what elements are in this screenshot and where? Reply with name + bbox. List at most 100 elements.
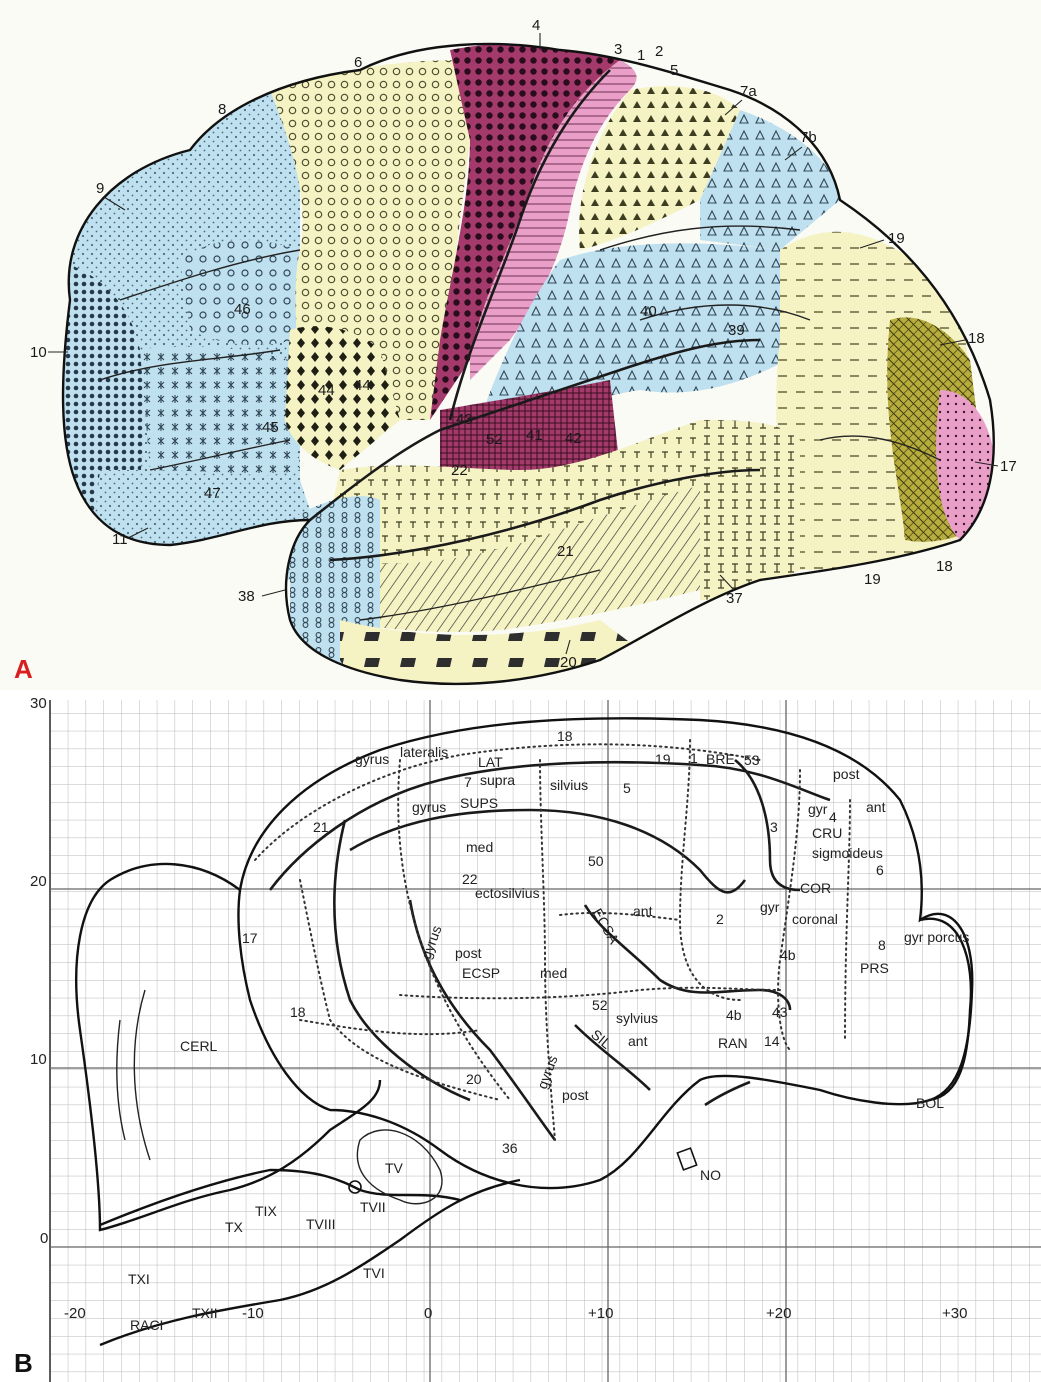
label-36: 36 (502, 1140, 518, 1156)
label-RAN: RAN (718, 1035, 748, 1051)
label-46: 46 (234, 301, 251, 318)
label-lateralis: lateralis (400, 744, 448, 760)
label-52: 52 (486, 431, 503, 448)
x-tick-plus10: +10 (588, 1305, 613, 1322)
label-8: 8 (218, 101, 226, 118)
label-ant-top: ant (866, 799, 886, 815)
label-1: 1 (637, 47, 645, 64)
label-21-b: 21 (313, 819, 329, 835)
region-37 (700, 420, 800, 600)
label-ECSP: ECSP (462, 965, 500, 981)
label-37: 37 (726, 590, 743, 607)
label-sigmoideus: sigmoideus (812, 845, 883, 861)
label-1-b: 1 (690, 750, 698, 766)
label-17-b: 17 (242, 930, 258, 946)
label-14: 14 (764, 1033, 780, 1049)
label-21: 21 (557, 543, 574, 560)
label-TXII: TXII (192, 1305, 218, 1321)
label-10: 10 (30, 344, 47, 361)
label-silvius: silvius (550, 777, 588, 793)
label-LAT: LAT (478, 754, 503, 770)
label-sylvius: sylvius (616, 1010, 658, 1026)
label-52-b: 52 (592, 997, 608, 1013)
y-tick-10: 10 (30, 1051, 47, 1068)
label-post-2: post (562, 1087, 589, 1103)
label-18-b-mid: 18 (290, 1004, 306, 1020)
label-ant-1: ant (633, 903, 653, 919)
label-RACI: RACI (130, 1317, 163, 1333)
label-2-b: 2 (716, 911, 724, 927)
label-44b: 44 (354, 377, 371, 394)
label-TX: TX (225, 1219, 244, 1235)
label-7a: 7a (740, 83, 757, 100)
label-41: 41 (526, 427, 543, 444)
label-19-top: 19 (888, 230, 905, 247)
label-BOL: BOL (916, 1095, 944, 1111)
label-CRU: CRU (812, 825, 842, 841)
label-47: 47 (204, 485, 221, 502)
label-gyr-porcus: gyr porcus (904, 929, 969, 945)
label-gyrus-2: gyrus (412, 799, 446, 815)
label-PRS: PRS (860, 960, 889, 976)
label-TIX: TIX (255, 1203, 277, 1219)
label-ant-2: ant (628, 1033, 648, 1049)
label-20: 20 (560, 654, 577, 671)
label-43-b: 43 (772, 1004, 788, 1020)
label-SUPS: SUPS (460, 795, 498, 811)
label-4-b: 4 (829, 809, 837, 825)
panel-a: 4 3 1 2 5 6 8 7a 7b 9 19 46 10 18 40 39 … (0, 0, 1041, 690)
label-6-b: 6 (876, 862, 884, 878)
label-NO: NO (700, 1167, 721, 1183)
label-post-1: post (455, 945, 482, 961)
label-2: 2 (655, 43, 663, 60)
label-TVI: TVI (363, 1265, 385, 1281)
label-med-1: med (466, 839, 493, 855)
label-CERL: CERL (180, 1038, 218, 1054)
label-supra: supra (480, 772, 515, 788)
label-4b-bottom: 4b (726, 1007, 742, 1023)
label-45: 45 (262, 419, 279, 436)
label-med-2: med (540, 965, 567, 981)
label-BRE: BRE (706, 751, 735, 767)
label-42: 42 (565, 430, 582, 447)
label-TVIII: TVIII (306, 1216, 336, 1232)
label-17: 17 (1000, 458, 1017, 475)
panel-a-letter: A (14, 654, 33, 684)
label-18-bottom: 18 (936, 558, 953, 575)
label-43: 43 (456, 411, 473, 428)
x-tick-minus20: -20 (64, 1305, 86, 1322)
label-18-b-top: 18 (557, 728, 573, 744)
label-5-b: 5 (623, 780, 631, 796)
label-19-b: 19 (655, 751, 671, 767)
label-5: 5 (670, 62, 678, 79)
label-19-bottom: 19 (864, 571, 881, 588)
label-TV: TV (385, 1160, 404, 1176)
label-4b-top: 4b (780, 947, 796, 963)
label-4: 4 (532, 17, 540, 34)
label-3: 3 (614, 41, 622, 58)
label-53: 53 (744, 752, 760, 768)
y-tick-0: 0 (40, 1230, 48, 1247)
label-TVII: TVII (360, 1199, 386, 1215)
label-COR: COR (800, 880, 831, 896)
label-40: 40 (640, 303, 657, 320)
label-gyr-2: gyr (760, 899, 780, 915)
label-3-b: 3 (770, 819, 778, 835)
label-50: 50 (588, 853, 604, 869)
panel-b: 30 20 10 0 -20 -10 0 +10 +20 +30 (0, 692, 1041, 1382)
label-ectosilvius: ectosilvius (475, 885, 540, 901)
label-6: 6 (354, 54, 362, 71)
label-11: 11 (112, 531, 128, 548)
x-tick-0: 0 (424, 1305, 432, 1322)
label-7b: 7b (800, 129, 817, 146)
label-18-top: 18 (968, 330, 985, 347)
x-tick-plus30: +30 (942, 1305, 967, 1322)
label-gyrus-1: gyrus (355, 751, 389, 767)
label-post-top: post (833, 766, 860, 782)
label-39: 39 (728, 322, 745, 339)
label-44a: 44 (318, 382, 335, 399)
x-tick-plus20: +20 (766, 1305, 791, 1322)
y-tick-20: 20 (30, 873, 47, 890)
label-gyr-1: gyr (808, 801, 828, 817)
